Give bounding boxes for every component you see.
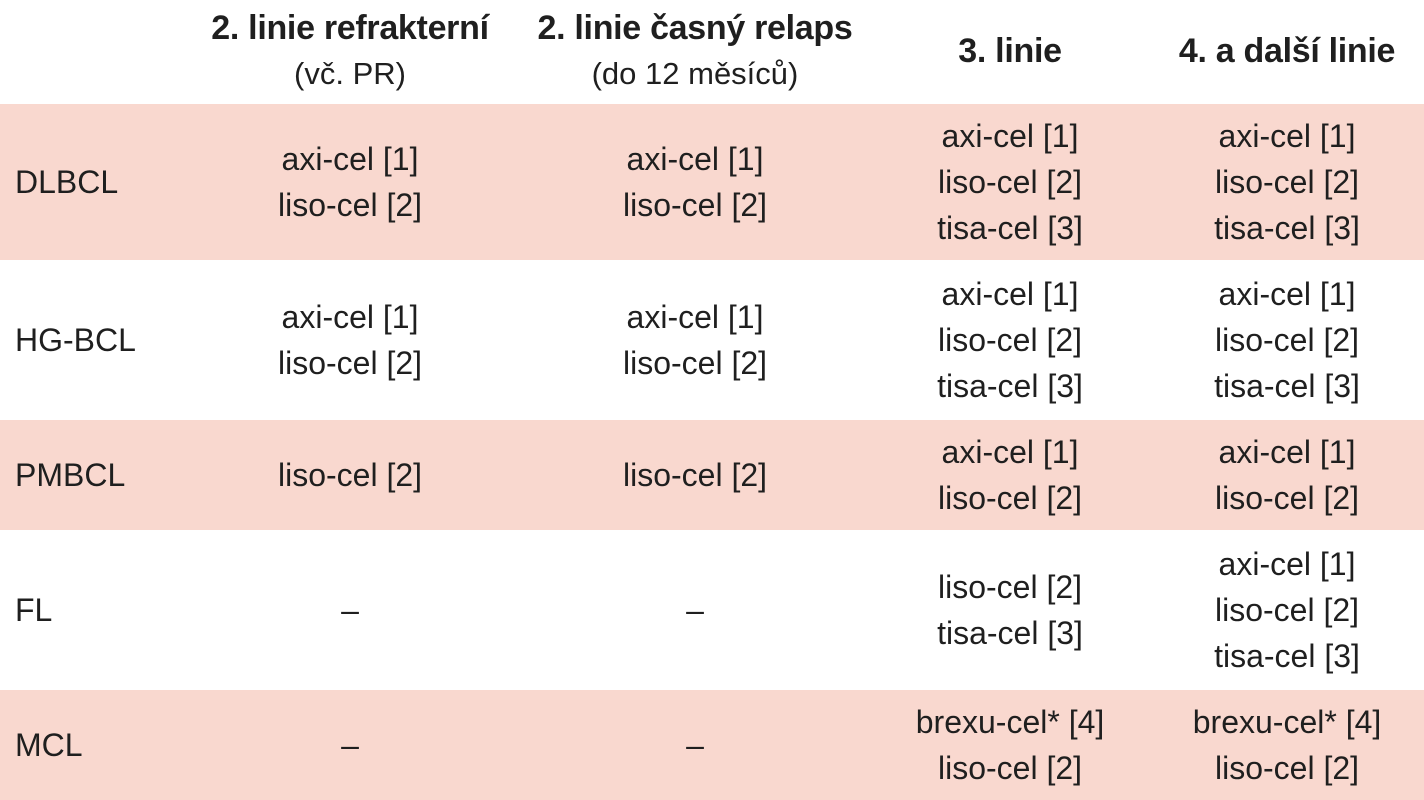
- column-header-4-title: 4. a další linie: [1178, 32, 1396, 70]
- table-cell: liso-cel [2]: [180, 420, 520, 530]
- table-cell: liso-cel [2] tisa-cel [3]: [870, 532, 1150, 688]
- therapy-entry: tisa-cel [3]: [937, 210, 1083, 246]
- therapy-entry: liso-cel [2]: [277, 187, 423, 223]
- therapy-entry: –: [686, 592, 704, 628]
- table-cell: axi-cel [1] liso-cel [2] tisa-cel [3]: [1150, 262, 1424, 418]
- therapy-entry: liso-cel [2]: [937, 569, 1083, 605]
- column-header-1-subtitle: (vč. PR): [294, 56, 406, 91]
- therapy-entry: brexu-cel* [4]: [915, 704, 1105, 740]
- column-header-1-title: 2. linie refrakterní: [211, 9, 489, 47]
- table-cell: axi-cel [1] liso-cel [2]: [525, 262, 865, 418]
- therapy-entry: tisa-cel [3]: [1214, 638, 1360, 674]
- table-cell: –: [525, 532, 865, 688]
- row-label: HG-BCL: [15, 321, 136, 358]
- therapy-entry: –: [686, 727, 704, 763]
- therapy-entry: tisa-cel [3]: [1214, 368, 1360, 404]
- therapy-entry: axi-cel [1]: [1218, 546, 1356, 582]
- therapy-entry: liso-cel [2]: [1214, 480, 1360, 516]
- therapy-entry: tisa-cel [3]: [937, 368, 1083, 404]
- therapy-entry: liso-cel [2]: [937, 750, 1083, 786]
- therapy-entry: axi-cel [1]: [941, 118, 1079, 154]
- table-cell: axi-cel [1] liso-cel [2]: [525, 104, 865, 260]
- therapy-entry: axi-cel [1]: [626, 299, 764, 335]
- table-cell: axi-cel [1] liso-cel [2]: [180, 262, 520, 418]
- therapy-entry: –: [341, 592, 359, 628]
- therapy-entry: axi-cel [1]: [626, 141, 764, 177]
- therapy-entry: liso-cel [2]: [937, 164, 1083, 200]
- therapy-entry: liso-cel [2]: [622, 187, 768, 223]
- table-cell: axi-cel [1] liso-cel [2]: [180, 104, 520, 260]
- row-label: DLBCL: [15, 163, 119, 200]
- column-header-3-title: 3. linie: [958, 32, 1062, 70]
- therapy-entry: –: [341, 727, 359, 763]
- table-cell: –: [180, 690, 520, 800]
- column-header-4: 4. a další linie: [1150, 0, 1424, 102]
- table-cell: –: [525, 690, 865, 800]
- therapy-entry: axi-cel [1]: [941, 276, 1079, 312]
- table-cell: liso-cel [2]: [525, 420, 865, 530]
- table-cell: axi-cel [1] liso-cel [2] tisa-cel [3]: [870, 262, 1150, 418]
- therapy-entry: tisa-cel [3]: [1214, 210, 1360, 246]
- table-cell: axi-cel [1] liso-cel [2]: [1150, 420, 1424, 530]
- table-row: FL – – liso-cel [2] tisa-cel [3] axi-cel [1] l…: [0, 530, 1424, 688]
- therapy-entry: brexu-cel* [4]: [1192, 704, 1382, 740]
- column-header-1: 2. linie refrakterní (vč. PR): [180, 0, 520, 102]
- therapy-entry: liso-cel [2]: [937, 480, 1083, 516]
- therapy-entry: liso-cel [2]: [1214, 592, 1360, 628]
- column-header-2-title: 2. linie časný relaps: [537, 9, 853, 47]
- therapy-entry: axi-cel [1]: [941, 434, 1079, 470]
- table-header: 2. linie refrakterní (vč. PR) 2. linie č…: [0, 0, 1424, 102]
- therapy-entry: liso-cel [2]: [1214, 164, 1360, 200]
- table-cell: –: [180, 532, 520, 688]
- column-header-2-subtitle: (do 12 měsíců): [591, 56, 799, 91]
- table-cell: brexu-cel* [4] liso-cel [2]: [870, 690, 1150, 800]
- therapy-entry: axi-cel [1]: [1218, 434, 1356, 470]
- therapy-entry: liso-cel [2]: [622, 457, 768, 493]
- therapy-entry: liso-cel [2]: [1214, 322, 1360, 358]
- therapy-entry: tisa-cel [3]: [937, 615, 1083, 651]
- column-header-3: 3. linie: [870, 0, 1150, 102]
- row-label: PMBCL: [15, 456, 126, 493]
- therapy-entry: axi-cel [1]: [281, 141, 419, 177]
- row-label: MCL: [15, 726, 83, 763]
- column-header-2: 2. linie časný relaps (do 12 měsíců): [525, 0, 865, 102]
- table-cell: brexu-cel* [4] liso-cel [2]: [1150, 690, 1424, 800]
- therapy-entry: liso-cel [2]: [1214, 750, 1360, 786]
- table-cell: axi-cel [1] liso-cel [2] tisa-cel [3]: [870, 104, 1150, 260]
- table-row: MCL––brexu-cel* [4]liso-cel [2]brexu-cel…: [0, 688, 1424, 800]
- table-cell: axi-cel [1] liso-cel [2] tisa-cel [3]: [1150, 104, 1424, 260]
- therapy-entry: axi-cel [1]: [1218, 118, 1356, 154]
- row-label: FL: [15, 591, 53, 628]
- table-cell: axi-cel [1] liso-cel [2]: [870, 420, 1150, 530]
- therapy-entry: axi-cel [1]: [1218, 276, 1356, 312]
- therapy-entry: axi-cel [1]: [281, 299, 419, 335]
- therapy-entry: liso-cel [2]: [937, 322, 1083, 358]
- table-cell: axi-cel [1] liso-cel [2] tisa-cel [3]: [1150, 532, 1424, 688]
- therapy-entry: liso-cel [2]: [277, 457, 423, 493]
- therapy-entry: liso-cel [2]: [277, 345, 423, 381]
- table-row: DLBCL axi-cel [1] liso-cel [2] axi-cel [1] l…: [0, 102, 1424, 260]
- therapy-entry: liso-cel [2]: [622, 345, 768, 381]
